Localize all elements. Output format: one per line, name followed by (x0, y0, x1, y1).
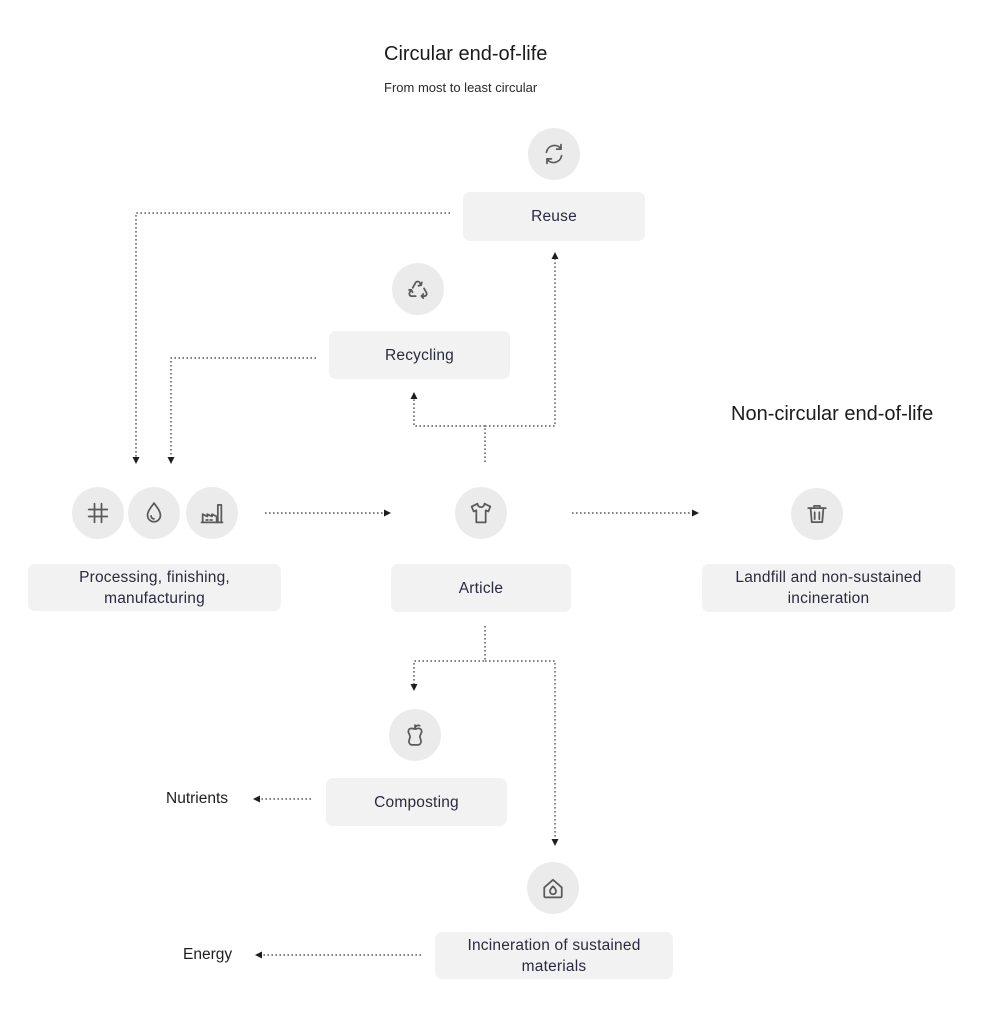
arrowhead (410, 392, 418, 399)
incineration-box: Incineration of sustained materials (435, 932, 673, 979)
refresh-icon (545, 143, 563, 165)
arrowhead (551, 252, 559, 259)
connector-reuse-to-processing (135, 212, 450, 458)
factory-icon-circle (186, 487, 238, 539)
arrowhead (167, 457, 175, 464)
circular-title: Circular end-of-life (384, 43, 548, 65)
article-icon-circle (455, 487, 507, 539)
reuse-icon-circle (528, 128, 580, 180)
apple-core-icon (407, 724, 423, 746)
arrowhead (384, 509, 391, 517)
hash-icon (87, 502, 109, 524)
energy-label: Energy (183, 946, 233, 963)
connector-recycling-to-processing (170, 357, 316, 458)
non-circular-title: Non-circular end-of-life (731, 403, 934, 425)
arrowhead (551, 839, 559, 846)
landfill-icon-circle (791, 488, 843, 540)
recycling-icon-circle (392, 263, 444, 315)
arrowhead (132, 457, 140, 464)
water-drop-icon (146, 502, 162, 523)
flame-house-icon (543, 878, 563, 899)
processing-box: Processing, finishing, manufacturing (28, 564, 281, 611)
arrowhead (692, 509, 699, 517)
circular-subtitle: From most to least circular (384, 80, 538, 95)
t-shirt-icon (470, 502, 492, 524)
connector-article-to-incineration (485, 660, 556, 839)
article-box: Article (391, 564, 571, 612)
incineration-icon-circle (527, 862, 579, 914)
water-drop-icon-circle (128, 487, 180, 539)
recycle-icon (408, 280, 428, 300)
arrowhead (255, 951, 262, 959)
connector-article-to-recycling (413, 398, 485, 427)
trash-icon (807, 504, 827, 524)
arrowhead (410, 684, 418, 691)
recycling-box: Recycling (329, 331, 510, 379)
arrowhead (253, 795, 260, 803)
connector-article-to-composting (413, 626, 486, 684)
nutrients-label: Nutrients (166, 790, 229, 807)
composting-box: Composting (326, 778, 507, 826)
reuse-box: Reuse (463, 192, 645, 241)
landfill-box: Landfill and non-sustained incineration (702, 564, 955, 612)
composting-icon-circle (389, 709, 441, 761)
factory-icon (200, 503, 224, 524)
hash-icon-circle (72, 487, 124, 539)
